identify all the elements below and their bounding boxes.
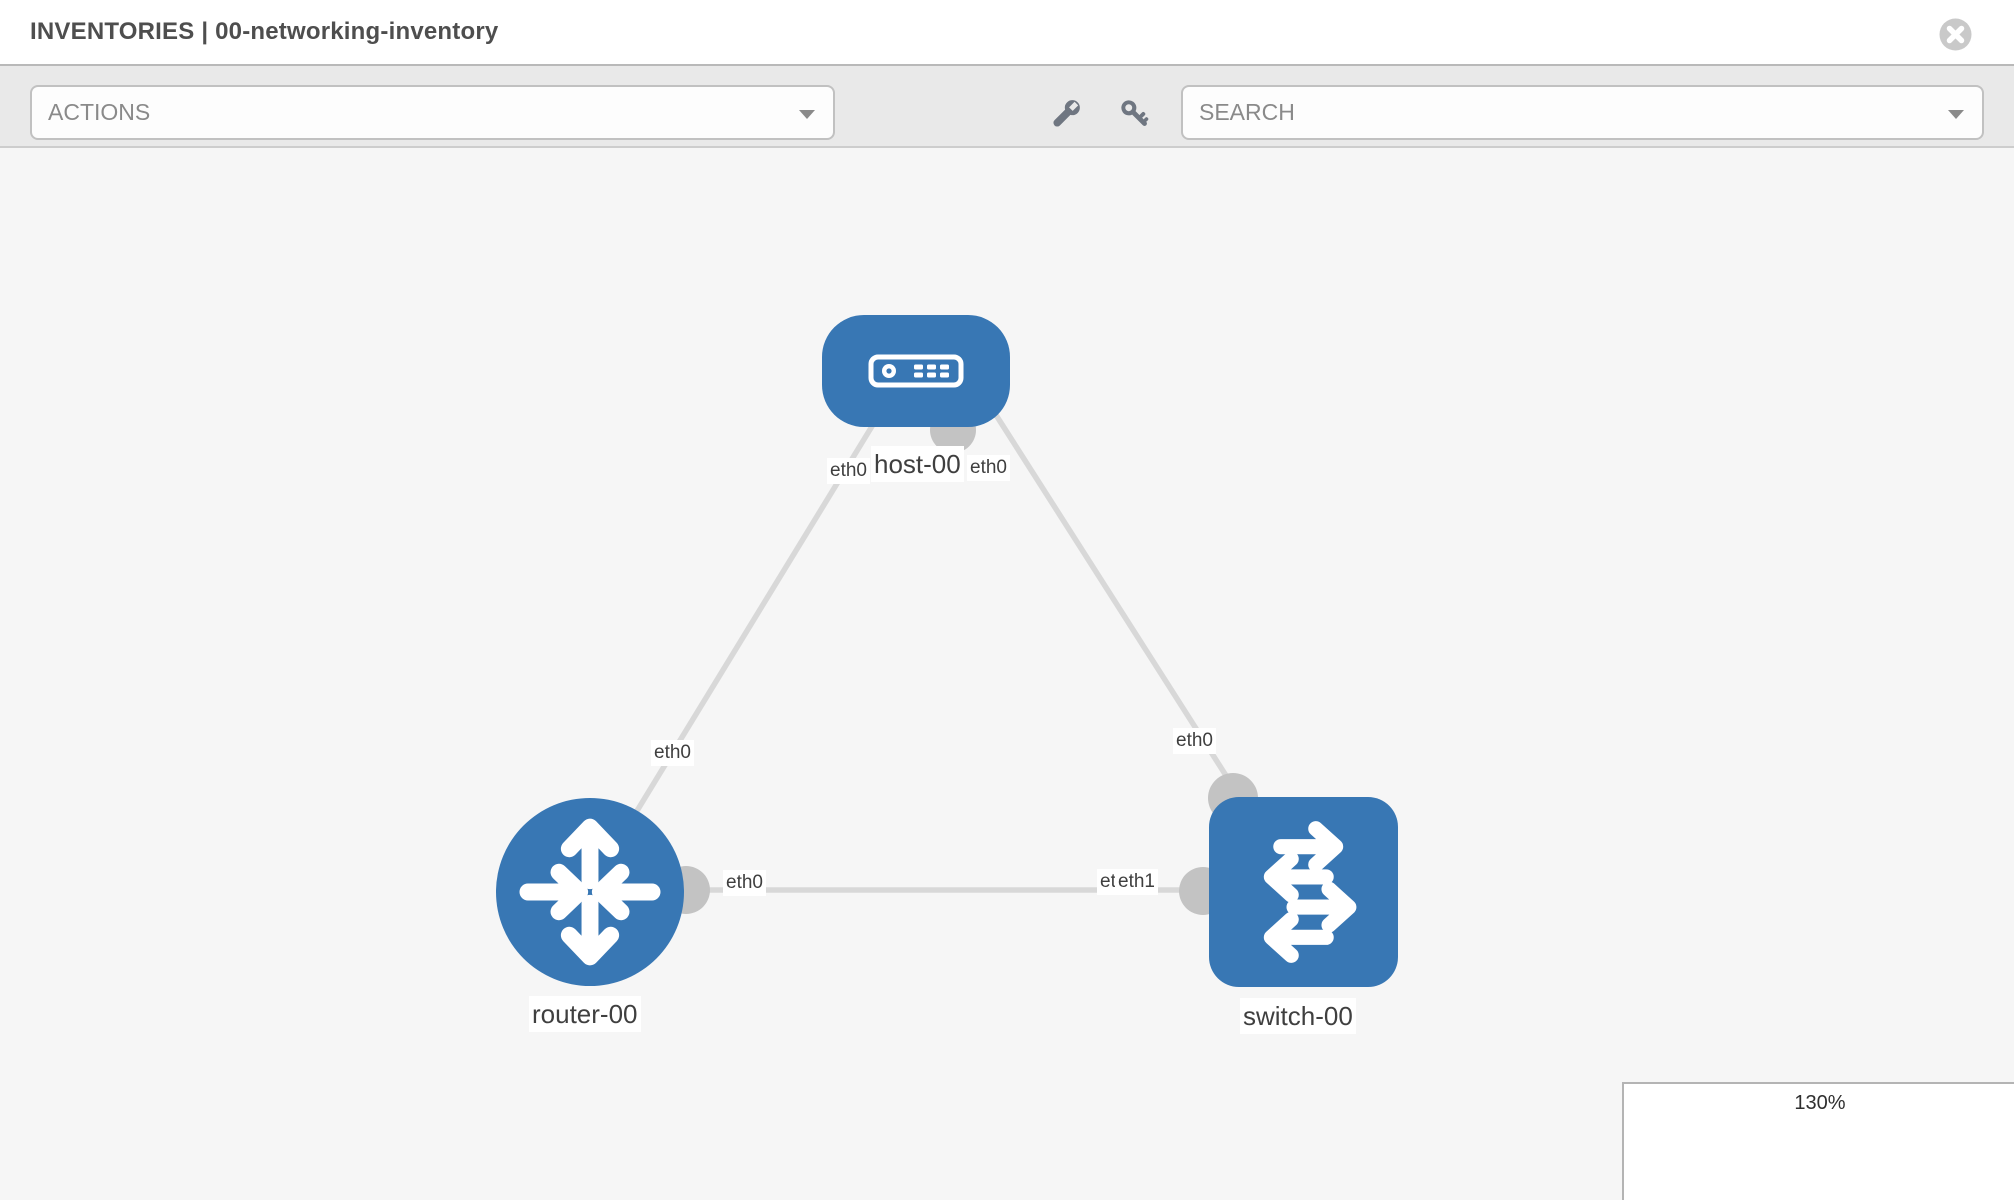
router-icon (519, 818, 661, 966)
configure-wrench-button[interactable] (1048, 96, 1084, 132)
close-icon[interactable] (1939, 18, 1972, 51)
wrench-icon (1053, 100, 1080, 127)
node-label-router: router-00 (529, 996, 641, 1032)
node-host-00[interactable] (822, 315, 1010, 427)
actions-dropdown[interactable]: ACTIONS (30, 85, 835, 140)
node-label-host: host-00 (871, 446, 964, 482)
actions-dropdown-label: ACTIONS (48, 99, 151, 125)
host-icon (868, 354, 964, 388)
credentials-key-button[interactable] (1117, 96, 1153, 132)
interface-label: eth0 (827, 458, 870, 484)
interface-label: eth0 (967, 455, 1010, 481)
link-line-host-switch (993, 413, 1265, 834)
chevron-down-icon (799, 110, 815, 119)
interface-label: eth0 (651, 740, 694, 766)
node-label-switch: switch-00 (1240, 998, 1356, 1034)
node-router-00[interactable] (496, 798, 684, 986)
node-switch-00[interactable] (1209, 797, 1398, 987)
page-title: INVENTORIES | 00-networking-inventory (30, 18, 499, 45)
key-icon (1121, 100, 1149, 126)
zoom-panel: 130% (1622, 1082, 2014, 1200)
interface-label: eth1 (1115, 869, 1158, 895)
search-placeholder: SEARCH (1199, 99, 1295, 125)
interface-label: eth0 (1173, 728, 1216, 754)
chevron-down-icon (1948, 110, 1964, 119)
switch-icon (1263, 821, 1357, 963)
zoom-percentage: 130% (1794, 1092, 1846, 1114)
interface-label: eth0 (723, 870, 766, 896)
search-dropdown[interactable]: SEARCH (1181, 85, 1984, 140)
header-bar: INVENTORIES | 00-networking-inventory (0, 0, 2014, 64)
